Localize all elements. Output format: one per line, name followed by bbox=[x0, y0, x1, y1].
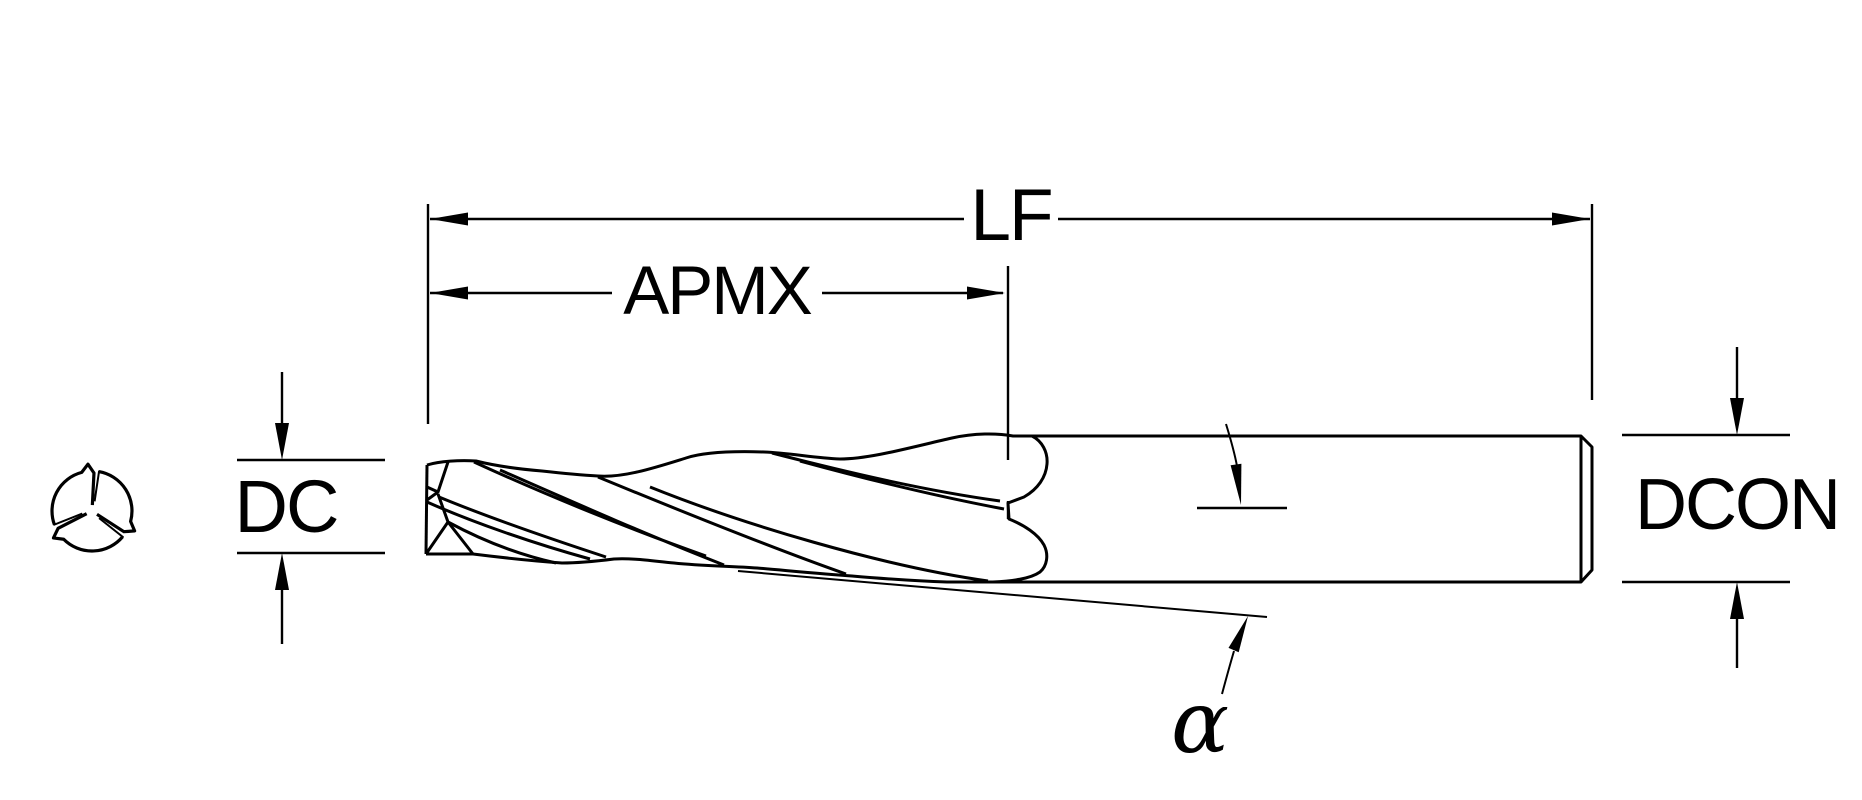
end-view-flute-2 bbox=[51, 512, 124, 553]
lf-arrowhead-left bbox=[430, 212, 468, 226]
flute-transition-lobes bbox=[992, 434, 1049, 584]
dimension-dc: DC bbox=[235, 372, 385, 644]
dimension-apmx: APMX bbox=[430, 252, 1010, 519]
dimension-lf: LF bbox=[426, 175, 1594, 424]
alpha-label: α bbox=[1171, 673, 1229, 773]
end-view-flute-1 bbox=[96, 470, 137, 539]
dc-arrowhead-down bbox=[275, 423, 289, 460]
alpha-axis-leader-line bbox=[1225, 423, 1238, 467]
apmx-arrowhead-left bbox=[430, 286, 468, 300]
lf-label: LF bbox=[970, 175, 1051, 256]
taper-reference-line bbox=[737, 570, 1268, 618]
dcon-arrowhead-up bbox=[1730, 582, 1744, 619]
dcon-label: DCON bbox=[1635, 465, 1839, 545]
tool-tip-face bbox=[424, 464, 429, 555]
lf-arrowhead-right bbox=[1552, 212, 1590, 226]
flute-top-silhouette bbox=[426, 432, 1032, 478]
apmx-label: APMX bbox=[623, 252, 812, 329]
dc-arrowhead-up bbox=[275, 553, 289, 590]
end-mill-end-view-icon bbox=[50, 462, 137, 553]
alpha-axis-arrowhead-down bbox=[1230, 463, 1242, 505]
dc-label: DC bbox=[235, 465, 338, 548]
tip-facet-lines bbox=[424, 461, 475, 555]
alpha-arrowhead-up bbox=[1228, 616, 1248, 653]
apmx-arrowhead-right bbox=[967, 286, 1005, 300]
flute-spiral-lines bbox=[426, 451, 1005, 583]
alpha-leader-line bbox=[1221, 650, 1235, 695]
dcon-arrowhead-down bbox=[1730, 398, 1744, 435]
angle-alpha: α bbox=[1171, 423, 1287, 773]
tool-side-view bbox=[424, 432, 1594, 618]
dimension-dcon: DCON bbox=[1622, 347, 1841, 668]
end-view-flute-3 bbox=[50, 462, 101, 526]
flute-bottom-silhouette bbox=[426, 552, 993, 584]
shank-outline bbox=[993, 434, 1594, 584]
